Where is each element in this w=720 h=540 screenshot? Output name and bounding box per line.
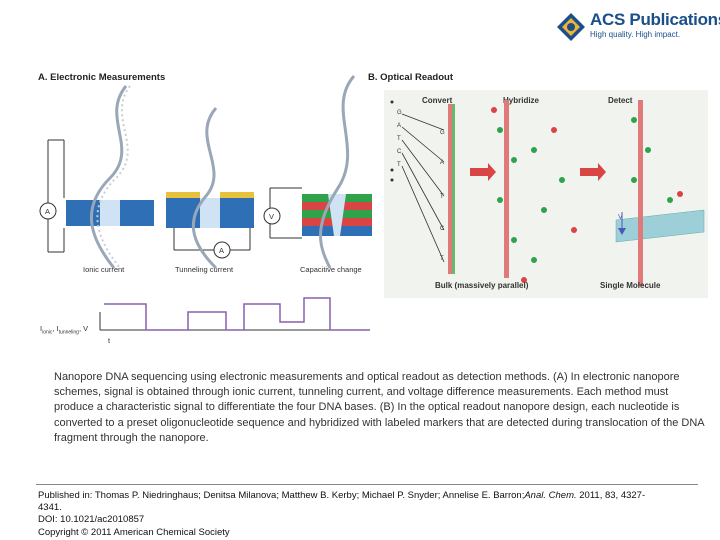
ionic-current-schematic	[39, 85, 154, 269]
capacitive-change-schematic	[263, 75, 372, 269]
strand-base-4: T	[440, 256, 444, 262]
base-0: G	[397, 110, 402, 116]
signal-trace	[99, 297, 370, 331]
tunneling-current-label: Tunneling current	[175, 265, 234, 274]
bulk-label: Bulk (massively parallel)	[435, 281, 529, 290]
copyright: Copyright © 2011 American Chemical Socie…	[38, 526, 230, 538]
acs-emblem-icon	[557, 13, 585, 41]
capacitive-change-label: Capacitive change	[300, 265, 362, 274]
trace-axis-label: Iionic, Itunneling, V	[40, 324, 89, 336]
step-detect: Detect	[608, 96, 633, 105]
panel-b-title: B. Optical Readout	[368, 72, 453, 83]
figure: A. Electronic Measurements	[30, 68, 710, 360]
panel-a-diagram	[39, 75, 372, 331]
base-3: C	[397, 149, 402, 155]
strand-base-2: T	[440, 194, 444, 200]
base-2: T	[397, 136, 401, 142]
figure-caption: Nanopore DNA sequencing using electronic…	[54, 371, 705, 444]
tunneling-meter-label: A	[219, 246, 225, 255]
single-molecule-label: Single Molecule	[600, 281, 661, 290]
citation-line: Published in: Thomas P. Niedringhaus; De…	[38, 490, 646, 501]
strand-base-0: G	[440, 130, 445, 136]
step-hybridize: Hybridize	[503, 96, 540, 105]
strand-base-1: A	[440, 160, 445, 166]
citation-footer: Published in: Thomas P. Niedringhaus; De…	[38, 490, 698, 539]
strand-base-3: C	[440, 226, 445, 232]
panel-a-title: A. Electronic Measurements	[38, 72, 166, 83]
ionic-current-label: Ionic current	[83, 265, 125, 274]
publisher-name: ACS Publications	[590, 10, 720, 29]
panel-b-diagram	[390, 100, 705, 286]
ionic-meter-label: A	[45, 207, 51, 216]
trace-time-label: t	[108, 336, 111, 345]
voltage-meter-label: V	[269, 212, 275, 221]
divider	[36, 484, 698, 485]
optical-readout-box	[384, 90, 708, 298]
base-1: A	[397, 123, 402, 129]
citation-line-cont: 4341.	[38, 502, 62, 514]
doi-link[interactable]: DOI: 10.1021/ac2010857	[38, 514, 145, 526]
tunneling-current-schematic	[166, 107, 254, 270]
step-convert: Convert	[422, 96, 453, 105]
acs-logo: ACS Publications High quality. High impa…	[556, 10, 720, 44]
detect-voltage-label: V	[618, 214, 623, 221]
base-4: T	[397, 162, 401, 168]
publisher-tagline: High quality. High impact.	[590, 30, 681, 39]
